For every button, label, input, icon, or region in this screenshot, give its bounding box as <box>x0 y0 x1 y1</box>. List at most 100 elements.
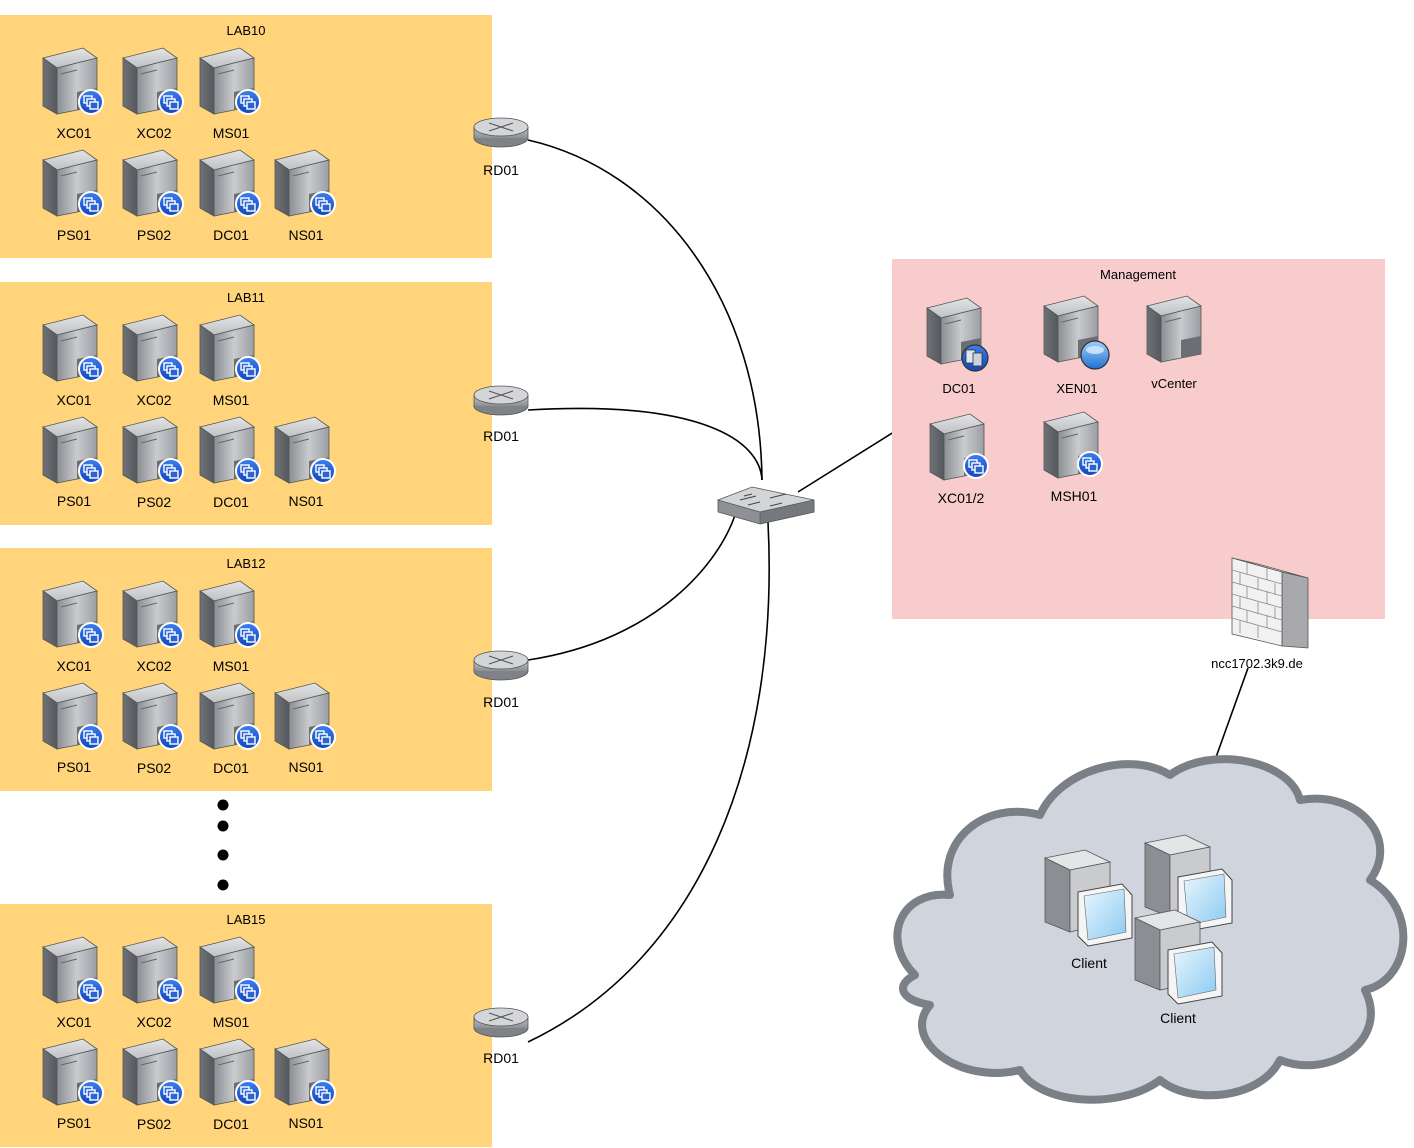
vm-badge-icon <box>963 453 989 479</box>
server-label: PS02 <box>137 1116 171 1132</box>
more-labs-ellipsis <box>217 799 229 891</box>
server-label: XC01 <box>56 1014 91 1030</box>
server-label: MS01 <box>213 1014 250 1030</box>
vm-badge-icon <box>158 356 184 382</box>
server-label: PS01 <box>57 759 91 775</box>
client-cloud: Client Client <box>893 755 1408 1104</box>
vm-badge-icon <box>1077 451 1103 477</box>
router-icon <box>473 117 529 148</box>
router-label: RD01 <box>483 1050 519 1066</box>
server-label: DC01 <box>213 1116 249 1132</box>
vm-badge-icon <box>158 724 184 750</box>
router-label: RD01 <box>483 428 519 444</box>
server-label: DC01 <box>213 760 249 776</box>
server-label: NS01 <box>288 227 323 243</box>
server-label: PS01 <box>57 227 91 243</box>
vm-badge-icon <box>235 724 261 750</box>
vm-badge-icon <box>310 1080 336 1106</box>
link-firewall-cloud <box>1214 667 1249 761</box>
router-label: RD01 <box>483 694 519 710</box>
lab-group-lab15: LAB15 XC01 XC02 MS01 PS01 PS02 DC01 NS01 <box>0 904 492 1147</box>
firewall-label: ncc1702.3k9.de <box>1211 656 1303 671</box>
server-label: DC01 <box>942 381 975 396</box>
server-label: XC02 <box>136 1014 171 1030</box>
link-management <box>797 429 898 493</box>
lab-title: LAB15 <box>226 912 265 927</box>
client-label: Client <box>1160 1010 1196 1026</box>
link-lab15 <box>527 521 770 1043</box>
management-zone: Management DC01 XEN01 vCenter XC01/2 MSH <box>892 259 1385 619</box>
mgmt-server-xc01-2: XC01/2 <box>929 413 989 506</box>
mgmt-server-msh01: MSH01 <box>1043 411 1103 504</box>
link-lab10 <box>527 139 763 481</box>
router-icon <box>473 385 529 416</box>
server-label: MS01 <box>213 658 250 674</box>
vm-badge-icon <box>310 191 336 217</box>
server-label: XC02 <box>136 658 171 674</box>
lab-title: LAB12 <box>226 556 265 571</box>
link-lab11 <box>527 407 763 481</box>
vm-badge-icon <box>158 458 184 484</box>
mgmt-server-dc01: DC01 <box>926 297 989 396</box>
vm-badge-icon <box>158 978 184 1004</box>
client-workstation-icon <box>1043 849 1133 947</box>
router-icon <box>473 650 529 681</box>
connection-lines <box>527 139 1249 1043</box>
router-icon <box>473 1007 529 1038</box>
server-label: DC01 <box>213 227 249 243</box>
vm-badge-icon <box>235 622 261 648</box>
vm-badge-icon <box>78 978 104 1004</box>
server-label: PS02 <box>137 494 171 510</box>
server-label: XC01/2 <box>938 490 985 506</box>
vm-badge-icon <box>235 458 261 484</box>
vm-badge-icon <box>78 622 104 648</box>
server-label: MSH01 <box>1051 488 1098 504</box>
client-workstation-icon <box>1133 909 1223 1005</box>
mgmt-server-xen01: XEN01 <box>1043 295 1110 396</box>
lab-title: LAB10 <box>226 23 265 38</box>
link-lab12 <box>527 514 736 661</box>
vm-badge-icon <box>158 622 184 648</box>
vm-badge-icon <box>310 458 336 484</box>
vm-badge-icon <box>235 1080 261 1106</box>
vm-badge-icon <box>78 724 104 750</box>
vm-badge-icon <box>78 356 104 382</box>
server-label: NS01 <box>288 1115 323 1131</box>
vm-badge-icon <box>158 191 184 217</box>
lab-group-lab10: LAB10 XC01 XC02 MS01 PS01 PS02 DC01 NS01 <box>0 15 492 258</box>
router-label: RD01 <box>483 162 519 178</box>
lab-group-lab11: LAB11 XC01 XC02 MS01 PS01 PS02 DC01 NS01 <box>0 282 492 525</box>
vm-badge-icon <box>235 978 261 1004</box>
vm-badge-icon <box>158 89 184 115</box>
client-workstation-icon <box>1143 834 1233 932</box>
server-label: XC01 <box>56 658 91 674</box>
vm-badge-icon <box>235 89 261 115</box>
server-label: vCenter <box>1151 376 1197 391</box>
vm-badge-icon <box>235 356 261 382</box>
management-title: Management <box>1100 267 1176 282</box>
vm-badge-icon <box>235 191 261 217</box>
firewall-icon: ncc1702.3k9.de <box>1211 557 1309 671</box>
mgmt-server-vcenter: vCenter <box>1146 295 1202 391</box>
server-label: MS01 <box>213 392 250 408</box>
vm-badge-icon <box>78 191 104 217</box>
router-lab11: RD01 <box>473 385 529 444</box>
router-lab12: RD01 <box>473 650 529 710</box>
vm-badge-icon <box>310 724 336 750</box>
vm-badge-icon <box>78 89 104 115</box>
lab-title: LAB11 <box>227 290 265 305</box>
server-label: PS01 <box>57 1115 91 1131</box>
vm-badge-icon <box>78 1080 104 1106</box>
server-label: NS01 <box>288 759 323 775</box>
server-label: DC01 <box>213 494 249 510</box>
router-lab10: RD01 <box>473 117 529 178</box>
server-label: XEN01 <box>1056 381 1097 396</box>
router-lab15: RD01 <box>473 1007 529 1066</box>
server-label: MS01 <box>213 125 250 141</box>
lab-group-lab12: LAB12 XC01 XC02 MS01 PS01 PS02 DC01 NS01 <box>0 548 492 791</box>
server-label: XC02 <box>136 392 171 408</box>
server-label: PS01 <box>57 493 91 509</box>
server-icon <box>1146 295 1202 363</box>
server-label: XC02 <box>136 125 171 141</box>
